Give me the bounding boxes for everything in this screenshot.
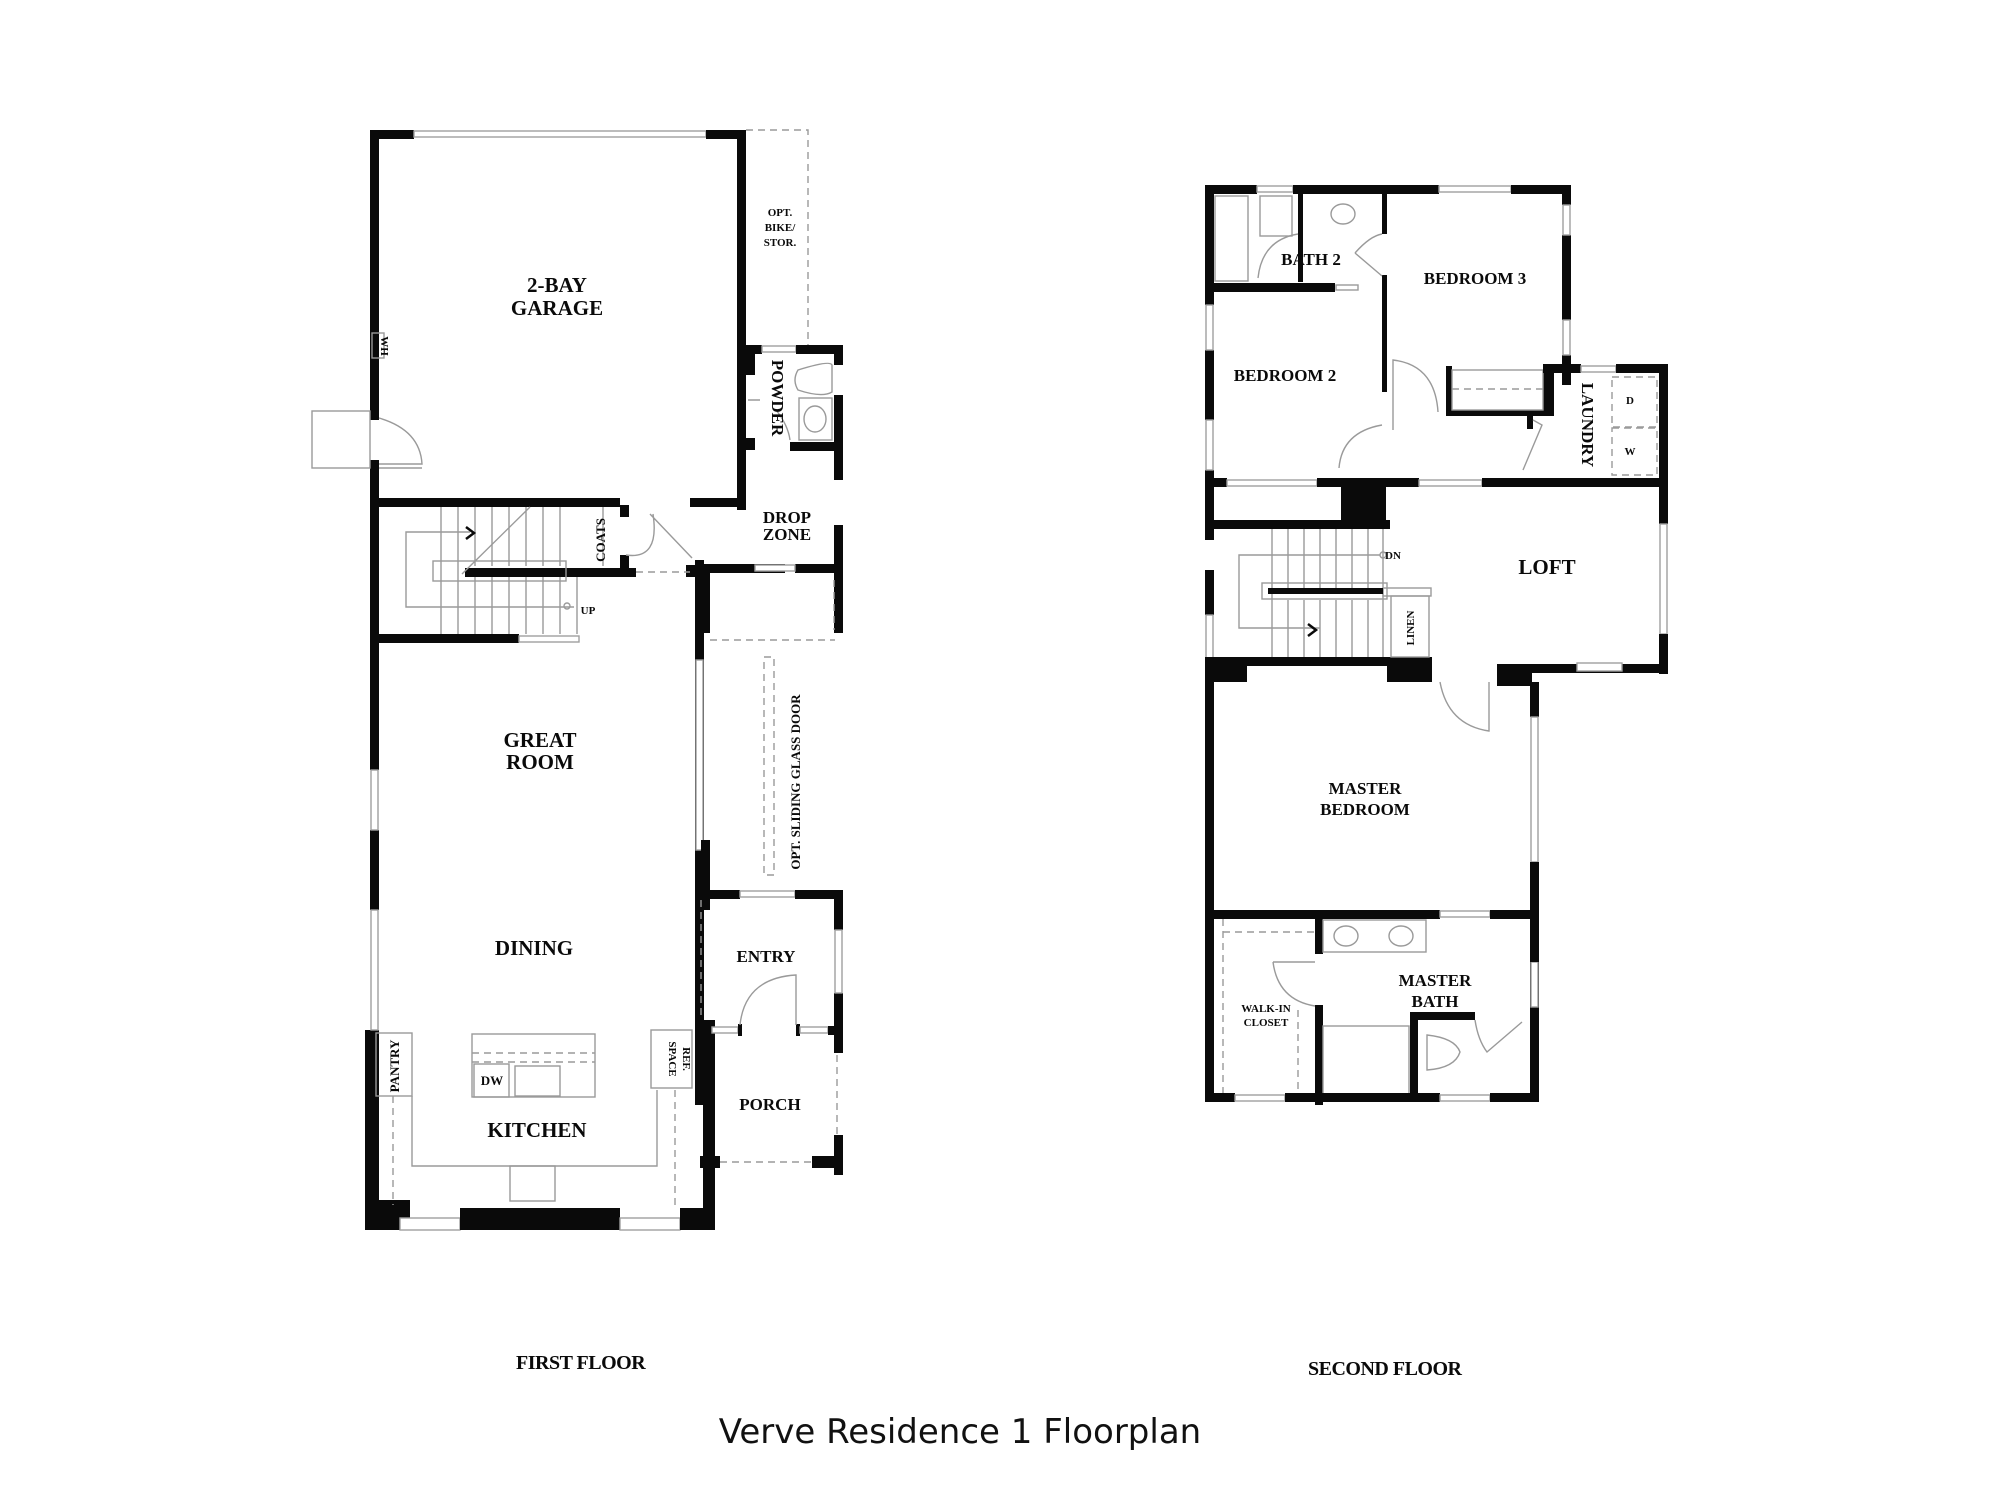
label-washer: W bbox=[1625, 446, 1636, 458]
first-floor-labels: 2-BAY GARAGE OPT. BIKE/ STOR. WH POWDER … bbox=[378, 207, 811, 1142]
label-walk-in-closet: WALK-IN bbox=[1241, 1003, 1291, 1015]
label-dishwasher: DW bbox=[481, 1073, 503, 1088]
label-bedroom-3: BEDROOM 3 bbox=[1424, 269, 1526, 288]
page-title: Verve Residence 1 Floorplan bbox=[718, 1412, 1202, 1452]
entry-porch bbox=[700, 890, 843, 1175]
label-water-heater: WH bbox=[378, 336, 390, 356]
label-loft: LOFT bbox=[1518, 555, 1575, 579]
second-floor-plan: BATH 2 BEDROOM 3 BEDROOM 2 LAUNDRY D W D… bbox=[1205, 185, 1668, 1105]
svg-text:CLOSET: CLOSET bbox=[1244, 1017, 1289, 1029]
svg-text:ROOM: ROOM bbox=[506, 750, 574, 774]
label-pantry: PANTRY bbox=[387, 1039, 402, 1092]
svg-text:BEDROOM: BEDROOM bbox=[1320, 800, 1410, 819]
svg-text:SPACE: SPACE bbox=[666, 1041, 678, 1076]
label-ref-space: REF. bbox=[680, 1047, 692, 1071]
first-floor-plan: 2-BAY GARAGE OPT. BIKE/ STOR. WH POWDER … bbox=[311, 129, 843, 1231]
label-drop-zone: DROP bbox=[763, 508, 811, 527]
label-linen: LINEN bbox=[1405, 611, 1417, 646]
label-stairs-up: UP bbox=[581, 605, 596, 617]
label-kitchen: KITCHEN bbox=[487, 1118, 586, 1142]
stair-hall bbox=[370, 498, 704, 1105]
label-master-bath: MASTER bbox=[1399, 971, 1472, 990]
svg-text:ZONE: ZONE bbox=[763, 525, 811, 544]
label-dining: DINING bbox=[495, 936, 573, 960]
label-sliding-door: OPT. SLIDING GLASS DOOR bbox=[788, 694, 803, 870]
second-floor-labels: BATH 2 BEDROOM 3 BEDROOM 2 LAUNDRY D W D… bbox=[1234, 250, 1636, 1029]
label-dryer: D bbox=[1626, 395, 1634, 407]
label-coats: COATS bbox=[593, 518, 608, 562]
svg-text:STOR.: STOR. bbox=[764, 237, 797, 249]
label-entry: ENTRY bbox=[737, 947, 796, 966]
label-powder: POWDER bbox=[768, 360, 787, 437]
powder-dropzone bbox=[700, 345, 843, 573]
sliding-door-zone bbox=[701, 573, 843, 910]
label-laundry: LAUNDRY bbox=[1578, 383, 1597, 467]
svg-text:BIKE/: BIKE/ bbox=[765, 222, 797, 234]
label-garage: 2-BAY bbox=[527, 273, 587, 297]
label-bedroom-2: BEDROOM 2 bbox=[1234, 366, 1336, 385]
label-great-room: GREAT bbox=[503, 728, 576, 752]
great-room-dining-kitchen bbox=[365, 659, 715, 1231]
svg-text:GARAGE: GARAGE bbox=[511, 296, 603, 320]
svg-text:BATH: BATH bbox=[1412, 992, 1459, 1011]
label-bike-storage: OPT. bbox=[768, 207, 793, 219]
second-floor-label: SECOND FLOOR bbox=[1308, 1358, 1462, 1380]
first-floor-label: FIRST FLOOR bbox=[516, 1352, 646, 1374]
label-porch: PORCH bbox=[739, 1095, 800, 1114]
label-master-bedroom: MASTER bbox=[1329, 779, 1402, 798]
label-stairs-down: DN bbox=[1385, 550, 1401, 562]
label-bath-2: BATH 2 bbox=[1281, 250, 1341, 269]
